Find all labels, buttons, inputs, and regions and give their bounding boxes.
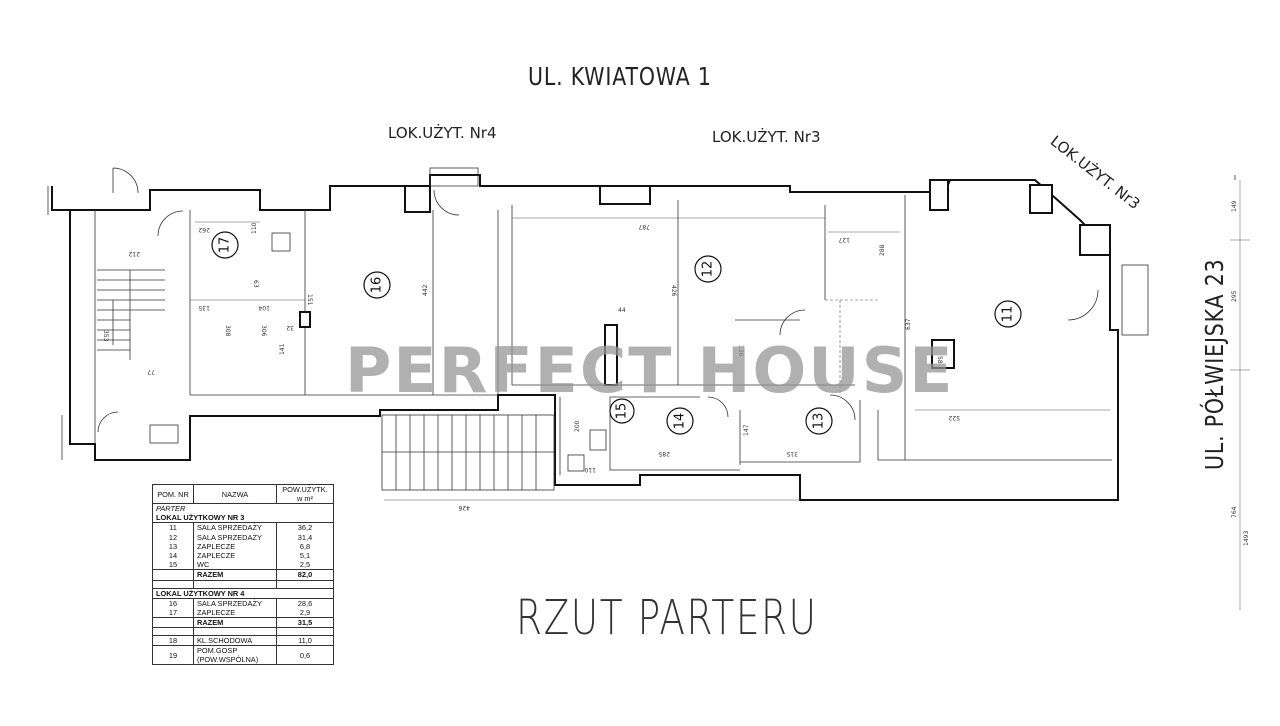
svg-text:135: 135 [198, 304, 210, 311]
svg-text:136: 136 [737, 345, 744, 357]
room-12-label: 12 [701, 261, 716, 278]
svg-text:315: 315 [786, 450, 798, 457]
header-room-nr: POM. NR [152, 484, 194, 504]
table-floor-row: PARTER [152, 503, 334, 514]
svg-text:44: 44 [618, 307, 626, 314]
staircase [97, 269, 165, 360]
room-11-label: 11 [1001, 306, 1016, 323]
fixtures [149, 232, 607, 472]
svg-text:306: 306 [260, 325, 267, 337]
room-markers: 11 12 13 14 15 16 17 [211, 231, 1022, 435]
street-label-top: UL. KWIATOWA 1 [528, 62, 712, 91]
table-group-title: LOKAL UŻYTKOWY NR 3 [152, 513, 334, 524]
street-label-right: UL. PÓŁWIEJSKA 23 [1200, 258, 1229, 470]
svg-text:212: 212 [128, 250, 140, 257]
table-header: POM. NR NAZWA POW.UŻYTK.w m² [152, 484, 334, 504]
svg-text:110: 110 [251, 222, 258, 234]
svg-text:295: 295 [1231, 290, 1238, 302]
dimension-labels: 212 262 110 353 77 135 308 104 63 151 30… [102, 200, 1250, 546]
room-17-label: 17 [218, 237, 233, 254]
svg-text:285: 285 [658, 450, 670, 457]
building-walls [51, 174, 1119, 501]
watermark: PERFECT HOUSE [345, 334, 955, 407]
svg-text:288: 288 [879, 244, 886, 256]
svg-text:151: 151 [306, 294, 313, 306]
doors [97, 167, 1149, 433]
svg-text:308: 308 [224, 325, 231, 337]
svg-text:104: 104 [258, 304, 270, 311]
external-stairs [381, 414, 555, 491]
svg-text:149: 149 [1231, 200, 1238, 212]
unit-3-label: LOK.UŻYT. Nr3 [712, 128, 821, 146]
dimension-lines [190, 180, 1250, 610]
svg-text:787: 787 [638, 223, 650, 230]
room-13-label: 13 [812, 413, 827, 430]
svg-text:110: 110 [584, 466, 596, 473]
table-spacer [152, 579, 334, 589]
svg-text:764: 764 [1231, 506, 1238, 518]
svg-text:77: 77 [147, 368, 155, 375]
table-spacer [152, 627, 334, 637]
header-name: NAZWA [193, 484, 277, 504]
drawing-title: RZUT PARTERU [516, 590, 818, 646]
room-16-label: 16 [370, 277, 385, 294]
svg-text:442: 442 [422, 284, 429, 296]
room-15-label: 15 [615, 403, 630, 420]
svg-text:141: 141 [279, 343, 286, 355]
table-group-title: LOKAL UŻYTKOWY NR 4 [152, 587, 334, 599]
svg-text:32: 32 [286, 324, 294, 331]
svg-text:147: 147 [743, 424, 750, 436]
room-14-label: 14 [673, 413, 688, 430]
svg-text:200: 200 [574, 420, 581, 432]
svg-text:522: 522 [948, 414, 960, 421]
svg-text:426: 426 [458, 504, 470, 511]
svg-text:426: 426 [670, 285, 677, 297]
room-area-table: POM. NR NAZWA POW.UŻYTK.w m² PARTER LOKA… [152, 484, 334, 666]
svg-text:1493: 1493 [1243, 531, 1250, 546]
svg-text:637: 637 [905, 318, 912, 330]
svg-text:58: 58 [936, 356, 943, 364]
unit-4-label: LOK.UŻYT. Nr4 [388, 124, 497, 142]
header-area: POW.UŻYTK.w m² [276, 484, 334, 504]
svg-text:353: 353 [102, 330, 109, 342]
svg-text:63: 63 [252, 280, 259, 288]
svg-text:127: 127 [838, 236, 850, 243]
edge-ticks [47, 175, 1236, 460]
svg-text:262: 262 [198, 226, 210, 233]
